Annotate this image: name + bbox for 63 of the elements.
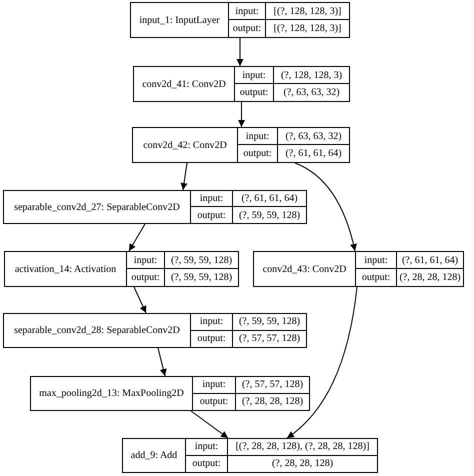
port-label: output: [355,269,396,286]
port-label: output: [234,84,273,101]
arrow [128,224,146,252]
port-label: input: [228,3,265,20]
layer-name: conv2d_42: Conv2D [142,138,228,152]
layer-box [3,313,307,348]
port-label: output: [126,269,164,286]
port-label: input: [190,314,232,330]
shape-value: (?, 61, 61, 64) [277,145,349,162]
shape-value: (?, 128, 128, 3) [273,67,349,84]
port-label: input: [192,377,235,394]
layer-box [253,251,464,287]
layer-name: separable_conv2d_27: SeparableConv2D [13,200,181,214]
layer-name: input_1: InputLayer [138,14,221,28]
shape-value: (?, 63, 63, 32) [273,84,349,101]
port-label: output: [192,394,235,410]
arrow [286,286,358,438]
port-label: input: [237,128,277,145]
arrow [238,102,245,128]
shape-value: (?, 28, 28, 128) [227,456,377,472]
layer-name: max_pooling2d_13: MaxPooling2D [38,387,185,401]
shape-value: [(?, 128, 128, 3)] [265,3,349,20]
layer-box [133,66,350,102]
shape-value: [(?, 28, 28, 128), (?, 28, 28, 128)] [227,439,377,456]
layer-name: activation_14: Activation [14,262,118,276]
shape-value: (?, 63, 63, 32) [277,128,349,145]
port-label: output: [190,330,232,347]
layer-name: add_9: Add [130,449,178,463]
arrow [180,162,188,190]
arrow [236,38,244,66]
shape-value: (?, 28, 28, 128) [396,269,463,286]
shape-value: (?, 59, 59, 128) [232,314,306,330]
port-label: input: [355,252,396,269]
arrow [190,410,228,438]
arrow [158,348,167,376]
layer-box [130,2,350,38]
port-label: input: [185,439,227,456]
arrow [294,162,357,252]
port-label: output: [190,207,232,223]
layer-box [132,127,350,163]
layer-box [122,438,378,473]
port-label: output: [228,20,265,37]
port-label: input: [190,191,232,207]
layer-name: conv2d_43: Conv2D [262,262,348,276]
shape-value: (?, 59, 59, 128) [164,269,238,286]
shape-value: (?, 28, 28, 128) [235,394,309,410]
arrow [134,286,146,314]
layer-box [4,251,239,287]
shape-value: [(?, 128, 128, 3)] [265,20,349,37]
shape-value: (?, 59, 59, 128) [164,252,238,269]
layer-name: conv2d_41: Conv2D [141,78,227,92]
layer-name: separable_conv2d_28: SeparableConv2D [13,324,181,338]
layer-box [3,190,307,224]
shape-value: (?, 61, 61, 64) [396,252,463,269]
shape-value: (?, 59, 59, 128) [232,207,306,223]
port-label: output: [185,456,227,472]
port-label: input: [234,67,273,84]
port-label: output: [237,145,277,162]
shape-value: (?, 57, 57, 128) [232,330,306,347]
shape-value: (?, 57, 57, 128) [235,377,309,394]
layer-box [30,376,310,411]
shape-value: (?, 61, 61, 64) [232,191,306,207]
port-label: input: [126,252,164,269]
